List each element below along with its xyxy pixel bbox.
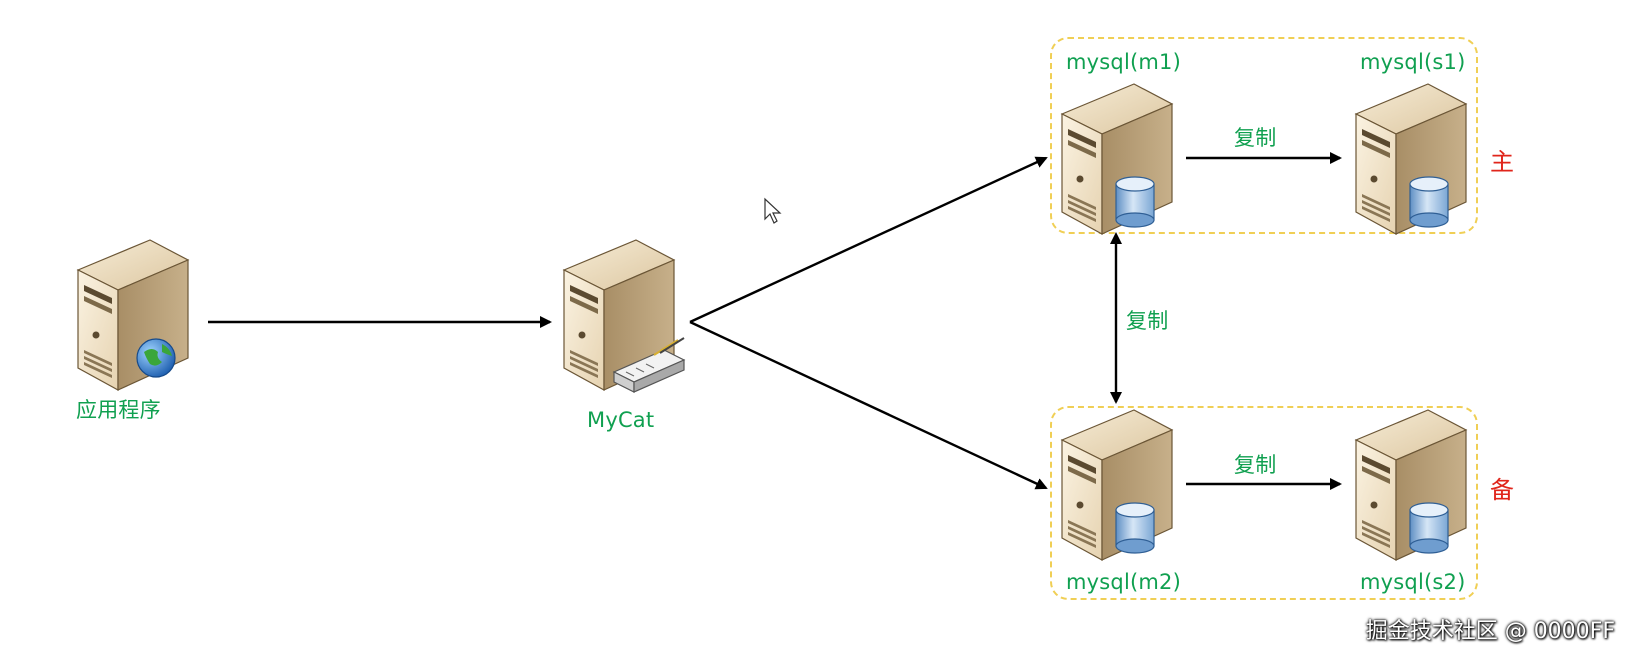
mycat-server-icon [563, 239, 686, 393]
arrow-mycat-to-m2 [689, 320, 1048, 490]
database-icon [1115, 176, 1155, 228]
mysql-s2-label: mysql(s2) [1360, 570, 1466, 594]
database-icon [1409, 502, 1449, 554]
app-server-icon [77, 239, 189, 391]
watermark-text: 掘金技术社区 @ 0000FF [1365, 619, 1615, 644]
app-label: 应用程序 [76, 398, 161, 422]
standby-tag: 备 [1490, 476, 1514, 504]
mysql-m1-server-icon [1061, 83, 1173, 235]
switch-icon [612, 337, 686, 393]
replication-label-m2-s2: 复制 [1234, 453, 1277, 477]
replication-label-m1-s1: 复制 [1234, 126, 1277, 150]
mycat-label: MyCat [587, 408, 655, 432]
standby-group-box [1050, 406, 1478, 600]
mysql-m2-server-icon [1061, 409, 1173, 561]
mysql-m1-label: mysql(m1) [1066, 50, 1181, 74]
primary-group-box [1050, 37, 1478, 234]
primary-tag: 主 [1490, 148, 1514, 176]
mysql-m2-label: mysql(m2) [1066, 570, 1181, 594]
mysql-s1-label: mysql(s1) [1360, 50, 1466, 74]
mysql-s2-server-icon [1355, 409, 1467, 561]
arrow-mycat-to-m1 [689, 156, 1048, 324]
mysql-s1-server-icon [1355, 83, 1467, 235]
database-icon [1409, 176, 1449, 228]
mouse-cursor-icon [764, 197, 782, 224]
globe-icon [136, 338, 176, 378]
database-icon [1115, 502, 1155, 554]
replication-label-m1-m2: 复制 [1126, 309, 1169, 333]
